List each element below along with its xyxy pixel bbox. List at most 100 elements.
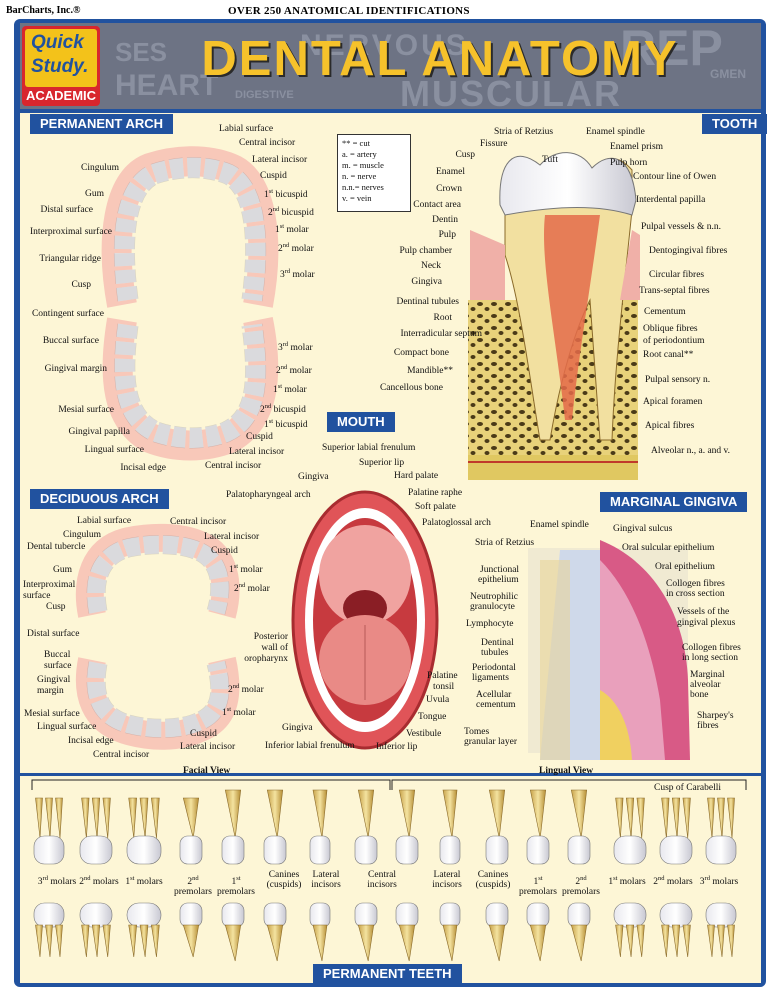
ordinal-number: 1 [222,708,227,719]
ordinal-number: 2 [276,366,281,377]
permanent-upper-arch [101,146,279,308]
lingual-tooth-root [488,924,506,962]
ordinal-suffix: nd [264,403,272,410]
mouth-label: Tongue [418,712,447,722]
mouth-label: Gingiva [298,472,329,482]
gingiva-label: epithelium [478,575,519,585]
deciduous-ordinal-label: 2nd molar [234,581,270,594]
gingiva-label: fibres [697,721,719,731]
ordinal-text: bicuspid [273,405,306,416]
facial-tooth-crown [613,835,647,865]
gingiva-label: tubules [481,648,509,658]
tooth-label: Dentin [432,215,458,225]
facial-tooth-crown [439,835,461,865]
tooth-label: Cementum [644,307,686,317]
tab-permanent-teeth: PERMANENT TEETH [313,964,462,984]
gingiva-label: Oral epithelium [655,562,715,572]
deciduous-label: Lateral incisor [204,532,260,542]
arch-label: Lingual surface [84,445,144,455]
facial-tooth-crown [395,835,419,865]
facial-tooth-crown [126,835,162,865]
legend-item: v. = vein [342,193,372,203]
deciduous-label: Cingulum [63,530,102,540]
facial-tooth-root [529,789,547,839]
deciduous-label: margin [37,686,64,696]
ordinal-number: 3 [280,270,285,281]
deciduous-label: Interproximal [23,580,76,590]
tooth-label: Dentogingival fibres [649,246,728,256]
gingiva-label: Marginal [690,670,725,680]
deciduous-label: Central incisor [170,517,227,527]
facial-tooth-crown [526,835,550,865]
ordinal-suffix: st [538,875,543,882]
tooth-label: Apical foramen [643,397,703,407]
facial-tooth-root [224,789,242,839]
lingual-tooth-root [35,924,63,958]
central-incisors-label: Central incisors [367,870,397,890]
lingual-tooth-crown [309,902,331,928]
ordinal-suffix: nd [232,683,240,690]
ordinal-text: premolars [174,887,212,898]
ordinal-suffix: rd [284,268,291,275]
lingual-tooth-crown [79,902,113,928]
gingiva-label: Neutrophilic [470,592,519,602]
ordinal-number: 2 [79,877,84,888]
gingiva-label: Oral sulcular epithelium [622,543,715,553]
lingual-tooth-crown [221,902,245,928]
ordinal-suffix: rd [282,341,289,348]
arch-label: Contingent surface [31,309,104,319]
lingual-tooth-crown [395,902,419,928]
ordinal-number: 1 [275,225,280,236]
facial-tooth-root [357,789,375,839]
arch-ordinal-label: 1st bicuspid [264,417,308,430]
permanent-lower-arch [102,317,279,461]
lingual-tooth-root [357,924,375,962]
facial-tooth-root [266,789,284,839]
tooth-label: Pulpal vessels & n.n. [641,222,721,232]
facial-tooth-crown [485,835,509,865]
deciduous-label: Cuspid [211,546,238,556]
facial-tooth-root [488,789,506,839]
arch-label: Labial surface [219,124,274,134]
ordinal-number: 3 [278,343,283,354]
tooth-label: Trans-septal fibres [639,286,710,296]
tooth-label: Pulp [438,230,456,240]
ordinal-text: molars [136,877,163,888]
title-bg-word: HEART [115,69,219,102]
facial-teeth-row [33,789,737,865]
lingual-tooth-root [661,924,691,958]
lingual-tooth-root [128,924,160,958]
ordinal-suffix: st [233,563,239,570]
ordinal-text: molar [291,244,314,255]
ordinal-number: 1 [608,877,614,888]
mouth-label: wall of [261,643,288,653]
arch-label: Distal surface [40,205,94,215]
arch-label: Incisal edge [120,463,166,473]
mouth-label: Inferior labial frenulum [265,741,355,751]
ordinal-suffix: st [613,875,618,882]
arch-label: Gum [85,189,104,199]
tooth-label: Root [433,313,452,323]
ordinal-number: 2 [187,877,193,888]
facial-tooth-label: 1st molars [121,874,167,887]
cusp-of-carabelli-label: Cusp of Carabelli [654,783,722,793]
facial-tooth-label: Canines (cuspids) [266,870,302,890]
arch-ordinal-label: 1st molar [275,222,309,235]
facial-tooth-root [81,797,111,839]
lingual-tooth-crown [485,902,509,928]
facial-tooth-crown [705,835,737,865]
gingiva-label: Tomes [464,727,490,737]
arch-label: Cingulum [80,163,119,173]
gingiva-label: granular layer [464,737,518,747]
mouth-label: Palatine raphe [408,488,463,498]
gingiva-label: Collogen fibres [682,643,741,653]
arch-ordinal-label: 2nd molar [278,241,314,254]
mouth-label: oropharynx [244,654,288,664]
tooth-label: Gingiva [411,277,442,287]
ordinal-text: molar [289,366,312,377]
tooth-label: Alveolar n., a. and v. [651,446,731,456]
tooth-label: Fissure [480,139,508,149]
ordinal-text: molar [247,584,270,595]
